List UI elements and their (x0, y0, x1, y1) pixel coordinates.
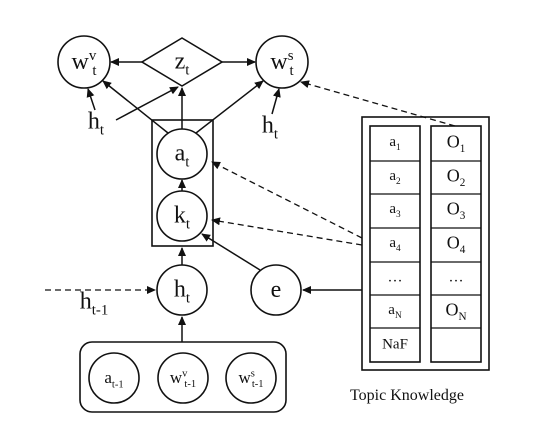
arrow-a-to-ws (195, 80, 264, 134)
topic-key-cell: a1 (389, 133, 401, 153)
side-label-h-left: ht (87, 108, 105, 139)
arrow-e-to-k (201, 233, 261, 271)
topic-key-cell: a3 (389, 200, 401, 220)
topic-key-cell: a4 (389, 234, 401, 254)
topic-table-right-column (430, 125, 482, 363)
dashed-arrow-table-to-k (211, 217, 363, 246)
topic-key-cell: a2 (389, 167, 401, 187)
topic-knowledge-caption: Topic Knowledge (350, 387, 464, 404)
node-z-diamond (140, 37, 224, 87)
side-label-h-prev: ht-1 (79, 288, 109, 319)
arrow-a-to-wv (102, 80, 169, 134)
node-ws-circle (255, 35, 309, 89)
topic-value-cell: O2 (446, 165, 466, 190)
topic-value-cell: … (448, 269, 464, 286)
node-wv-prev-label: wvt-1 (169, 368, 197, 391)
topic-value-cell: O4 (446, 232, 466, 257)
node-a-prev-label: at-1 (104, 368, 124, 391)
topic-table-left-column (369, 125, 421, 363)
node-e-label: e (270, 277, 282, 303)
dashed-arrow-table-to-ws (300, 80, 456, 127)
topic-key-cell: … (387, 269, 403, 286)
topic-key-cell: NaF (382, 336, 408, 353)
topic-value-cell: ON (445, 299, 467, 324)
arrow-h-label-to-wv (86, 88, 96, 111)
node-a-prev-circle (88, 352, 140, 404)
node-a-label: at (174, 140, 190, 171)
node-z-label: zt (174, 48, 190, 79)
topic-table-frame (361, 116, 490, 371)
node-h-label: ht (173, 276, 191, 307)
dashed-arrow-table-to-a (211, 161, 363, 239)
node-wv-label: wvt (71, 48, 97, 79)
topic-value-cell: O1 (446, 131, 466, 156)
node-k-label: kt (173, 202, 191, 233)
node-wv-prev-circle (157, 352, 209, 404)
node-e-circle (250, 264, 302, 316)
node-ws-prev-circle (225, 352, 277, 404)
node-ws-prev-label: wst-1 (238, 368, 264, 391)
arrow-h-label-to-z (115, 86, 179, 121)
input-box (79, 341, 287, 413)
topic-value-cell: O3 (446, 198, 466, 223)
side-label-h-right: ht (261, 112, 279, 143)
node-ws-label: wst (270, 48, 294, 79)
topic-key-cell: aN (388, 301, 402, 321)
arrow-h-label-to-ws (271, 88, 281, 115)
